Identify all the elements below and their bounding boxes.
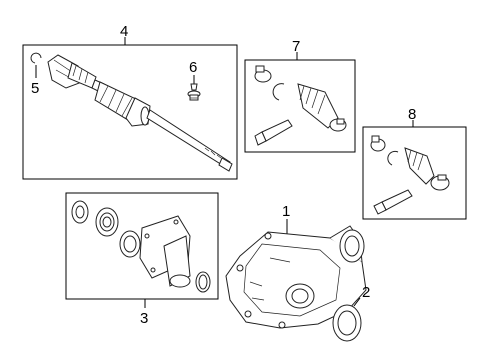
- callout-4[interactable]: 4: [120, 23, 128, 40]
- boot-kit-group-8: 8: [362, 106, 467, 220]
- seal-kit-icon: [71, 200, 211, 293]
- callout-3[interactable]: 3: [140, 310, 148, 327]
- boot-kit-box-7: [244, 59, 356, 153]
- callout-2[interactable]: 2: [362, 284, 370, 301]
- seal-ring-group: 2: [332, 284, 370, 342]
- axle-shaft-icon: [47, 54, 233, 172]
- bolt-icon: [187, 83, 201, 101]
- axle-shaft-group: 4 5 6: [22, 23, 238, 180]
- boot-kit-box-8: [362, 126, 467, 220]
- callout-1[interactable]: 1: [282, 203, 290, 220]
- differential-housing-icon: [225, 225, 367, 329]
- boot-kit-icon: [254, 65, 347, 146]
- leader-line-2: [353, 297, 361, 307]
- callout-8[interactable]: 8: [408, 106, 416, 123]
- callout-5[interactable]: 5: [31, 80, 39, 97]
- differential-housing-group: 1: [225, 203, 367, 329]
- boot-kit-group-7: 7: [244, 38, 356, 153]
- seal-ring-icon: [332, 304, 362, 342]
- snap-ring-icon: [30, 52, 42, 64]
- axle-shaft-box: [22, 44, 238, 180]
- callout-6[interactable]: 6: [189, 59, 197, 76]
- seal-kit-box: [65, 192, 219, 300]
- boot-kit-icon: [370, 135, 450, 215]
- callout-7[interactable]: 7: [292, 38, 300, 55]
- seal-kit-group: 3: [65, 192, 219, 327]
